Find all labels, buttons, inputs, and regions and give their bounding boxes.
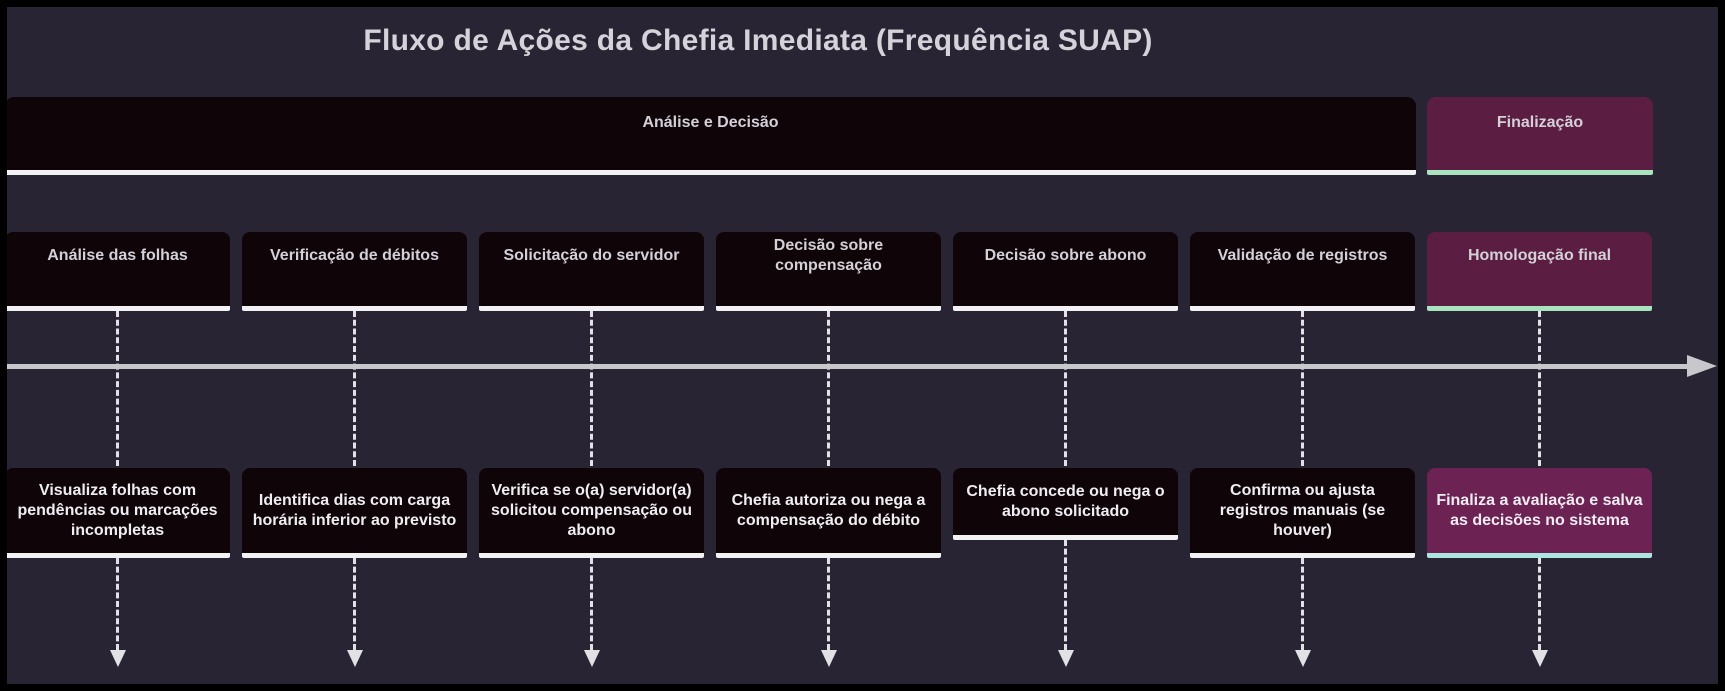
stage-description-box: Chefia concede ou nega o abono solicitad… [953,468,1178,540]
down-arrow-icon [347,650,363,667]
connector-dashed-line [827,311,830,466]
timeline-axis [5,364,1689,369]
stage-description-box: Chefia autoriza ou nega a compensação do… [716,468,941,558]
stage-label: Homologação final [1467,246,1612,264]
connector-dashed-line [1301,558,1304,650]
stage-label: Decisão sobre compensação [773,236,884,274]
stage-description-box: Confirma ou ajusta registros manuais (se… [1190,468,1415,558]
stage-description-box: Identifica dias com carga horária inferi… [242,468,467,558]
flow-column: Decisão sobre compensação Chefia autoriz… [716,0,941,691]
down-arrow-icon [1295,650,1311,667]
down-arrow-icon [110,650,126,667]
down-arrow-icon [1532,650,1548,667]
connector-dashed-line [827,558,830,650]
stage-description: Chefia concede ou nega o abono solicitad… [966,482,1165,520]
connector-dashed-line [1538,311,1541,466]
phase-band-analise-decisao: Análise e Decisão [5,97,1416,175]
stage-description: Finaliza a avaliação e salva as decisões… [1436,491,1643,529]
down-arrow-icon [821,650,837,667]
connector-dashed-line [590,558,593,650]
stage-box: Decisão sobre abono [953,232,1178,311]
phase-band-finalizacao: Finalização [1427,97,1653,175]
phase-band-label: Análise e Decisão [642,114,779,131]
stage-box: Decisão sobre compensação [716,232,941,311]
connector-dashed-line [1064,540,1067,650]
timeline-arrowhead-icon [1687,355,1717,377]
stage-box: Análise das folhas [5,232,230,311]
flow-column: Análise das folhas Visualiza folhas com … [5,0,230,691]
diagram-title: Fluxo de Ações da Chefia Imediata (Frequ… [363,24,1153,57]
connector-dashed-line [1064,311,1067,466]
flow-column: Verificação de débitos Identifica dias c… [242,0,467,691]
stage-label: Análise das folhas [47,246,188,264]
stage-description: Identifica dias com carga horária inferi… [252,491,457,529]
phase-band-label: Finalização [1496,114,1584,131]
stage-label: Solicitação do servidor [503,246,680,264]
stage-description: Verifica se o(a) servidor(a) solicitou c… [491,481,692,539]
connector-dashed-line [590,311,593,466]
stage-description-box: Visualiza folhas com pendências ou marca… [5,468,230,558]
stage-box: Verificação de débitos [242,232,467,311]
connector-dashed-line [1538,558,1541,650]
stage-description: Confirma ou ajusta registros manuais (se… [1219,481,1386,539]
stage-box: Validação de registros [1190,232,1415,311]
connector-dashed-line [116,558,119,650]
flow-column: Validação de registros Confirma ou ajust… [1190,0,1415,691]
flow-column: Solicitação do servidor Verifica se o(a)… [479,0,704,691]
stage-label: Verificação de débitos [270,246,439,264]
connector-dashed-line [116,311,119,466]
flow-column: Homologação final Finaliza a avaliação e… [1427,0,1652,691]
stage-description-box: Finaliza a avaliação e salva as decisões… [1427,468,1652,558]
connector-dashed-line [353,311,356,466]
connector-dashed-line [353,558,356,650]
stage-label: Validação de registros [1217,246,1388,264]
down-arrow-icon [584,650,600,667]
stage-description: Chefia autoriza ou nega a compensação do… [731,491,926,529]
stage-description-box: Verifica se o(a) servidor(a) solicitou c… [479,468,704,558]
stage-description: Visualiza folhas com pendências ou marca… [17,481,218,539]
down-arrow-icon [1058,650,1074,667]
stage-box: Homologação final [1427,232,1652,311]
flow-column: Decisão sobre abono Chefia concede ou ne… [953,0,1178,691]
connector-dashed-line [1301,311,1304,466]
stage-box: Solicitação do servidor [479,232,704,311]
stage-label: Decisão sobre abono [984,246,1147,264]
